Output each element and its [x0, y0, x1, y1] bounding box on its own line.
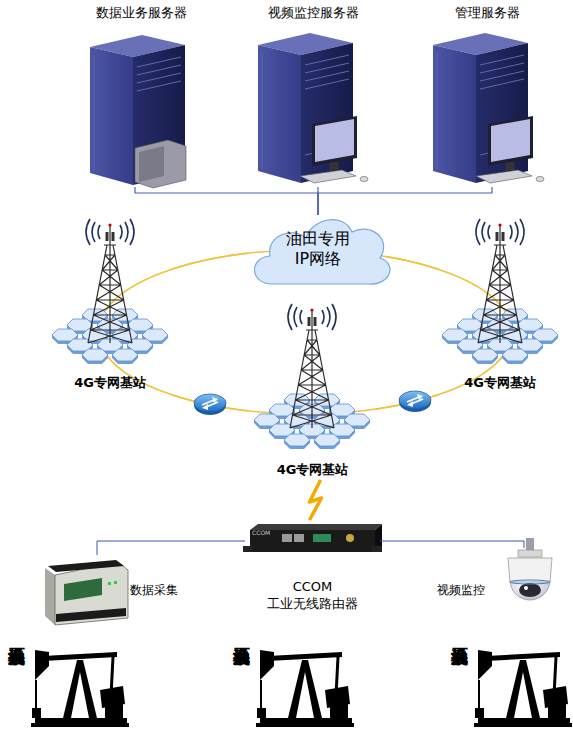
node-label: 视频监控服务器: [248, 5, 378, 21]
connector-line: [318, 187, 492, 215]
router-port: [282, 534, 292, 542]
server-node: 视频监控服务器: [248, 2, 378, 187]
node-label: CCOM 工业无线路由器: [255, 578, 370, 612]
connector-line: [97, 541, 245, 555]
camera-ring: [510, 580, 550, 584]
node-label: 管理服务器: [430, 5, 545, 21]
router-ear: [243, 546, 253, 552]
router-icon: [194, 394, 226, 415]
terminal-strip: [48, 560, 124, 572]
pumpjack-silhouette: [474, 650, 572, 727]
camera-dome: [510, 580, 550, 600]
node-label: 数据业务服务器: [82, 5, 200, 21]
base-station-tower: [254, 304, 370, 449]
data-collector-node: 数据采集: [40, 555, 190, 630]
camera-lens: [519, 583, 541, 597]
router-terminal: [313, 534, 331, 542]
connector-line: [317, 187, 318, 215]
cloud-shape: [254, 220, 389, 284]
camera-housing: [508, 558, 552, 582]
base-station-tower: [442, 219, 558, 364]
node-label: 石油采油机: [7, 634, 27, 730]
base-station-node: 4G专网基站: [250, 300, 375, 480]
camera-node: 视频监控: [435, 548, 560, 620]
base-station-tower: [52, 219, 168, 364]
workstation: [476, 116, 544, 183]
antenna-connector: [346, 534, 354, 542]
connector-line: [386, 257, 438, 270]
collector-display: [64, 578, 102, 601]
node-label: 4G专网基站: [250, 462, 375, 478]
status-led: [108, 582, 111, 585]
collector-body: [55, 562, 128, 625]
workstation: [300, 116, 368, 183]
router-body: [250, 530, 375, 552]
device-logo: CCOM: [252, 529, 270, 537]
pumpjack-node: 石油采油机: [230, 630, 355, 730]
server-accessory: [135, 140, 186, 188]
status-led: [114, 581, 117, 584]
server-node: 数据业务服务器: [82, 2, 200, 187]
connector-line: [135, 187, 318, 215]
camera-arm: [518, 550, 542, 557]
node-label: 视频监控: [437, 583, 499, 598]
terminal-strip: [56, 608, 126, 622]
base-station-node: 4G专网基站: [50, 215, 170, 395]
pumpjack-node: 石油采油机: [5, 630, 130, 730]
lens-highlight: [524, 586, 528, 590]
collector-side: [45, 568, 55, 625]
wireless-link: [310, 480, 322, 520]
router-ear: [372, 546, 382, 552]
node-label: 4G专网基站: [440, 375, 560, 391]
pumpjack-node: 石油采油机: [448, 630, 573, 730]
base-station-node: 4G专网基站: [440, 215, 560, 395]
node-label: 油田专用 IP网络: [278, 229, 358, 269]
connector-line: [172, 253, 248, 269]
server-node: 管理服务器: [430, 2, 545, 187]
node-label: 石油采油机: [232, 634, 252, 730]
pumpjack-silhouette: [31, 650, 129, 727]
connector-line: [380, 541, 524, 548]
cloud-node: 油田专用 IP网络: [250, 215, 385, 287]
connector-line: [172, 395, 248, 411]
node-label: 石油采油机: [450, 634, 470, 730]
node-label: 数据采集: [130, 583, 190, 598]
server-accessory-panel: [139, 146, 164, 182]
connector-line: [376, 395, 438, 409]
node-label: 4G专网基站: [50, 375, 170, 391]
router-port: [294, 534, 304, 542]
pumpjack-silhouette: [256, 650, 354, 727]
router-icon: [399, 391, 431, 412]
